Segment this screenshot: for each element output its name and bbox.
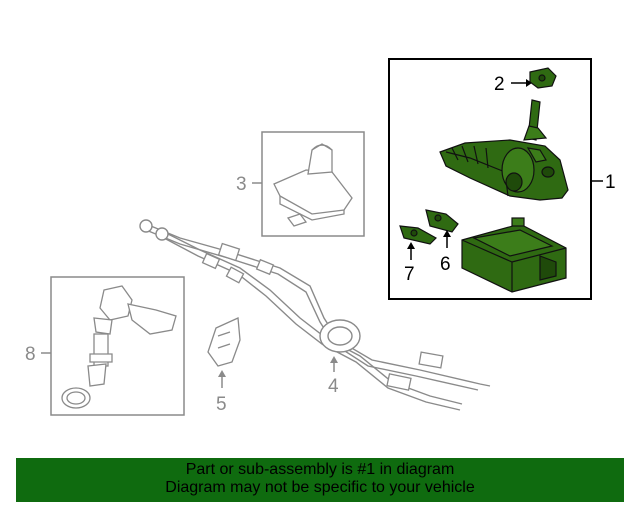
callout-7: 7 bbox=[404, 264, 415, 285]
shift-cables bbox=[139, 219, 491, 411]
shifter-housing bbox=[439, 139, 569, 201]
part-4-arrowhead bbox=[330, 356, 338, 363]
callout-8: 8 bbox=[25, 344, 36, 365]
info-banner: Part or sub-assembly is #1 in diagram Di… bbox=[16, 458, 624, 502]
callout-5: 5 bbox=[216, 394, 227, 415]
cable-sleeves bbox=[201, 242, 444, 391]
callout-6: 6 bbox=[440, 254, 451, 275]
part-5-arrowhead bbox=[218, 370, 226, 377]
cable-grommet bbox=[319, 319, 361, 353]
shift-lever bbox=[523, 99, 548, 141]
parts-diagram: 1 2 6 7 bbox=[25, 58, 616, 416]
bracket-part-5 bbox=[207, 317, 241, 367]
part-8-frame bbox=[50, 276, 185, 416]
part-6-arrowhead bbox=[443, 230, 451, 237]
part-2-clip bbox=[529, 67, 557, 89]
part-6-connector bbox=[425, 209, 459, 233]
shift-boot bbox=[273, 143, 353, 227]
callout-2: 2 bbox=[494, 74, 505, 95]
part-7-arrowhead bbox=[407, 242, 415, 249]
banner-line-1: Part or sub-assembly is #1 in diagram bbox=[185, 461, 455, 478]
selector-shaft-assembly bbox=[61, 285, 177, 409]
part-1-frame bbox=[388, 58, 592, 300]
callout-1: 1 bbox=[605, 172, 616, 193]
part-3-frame bbox=[261, 131, 365, 237]
callout-3: 3 bbox=[236, 174, 247, 195]
part-2-arrowhead bbox=[526, 79, 532, 87]
part-7-connector bbox=[399, 225, 437, 245]
callout-4: 4 bbox=[328, 376, 339, 397]
banner-line-2: Diagram may not be specific to your vehi… bbox=[165, 479, 475, 496]
control-module bbox=[461, 217, 567, 293]
